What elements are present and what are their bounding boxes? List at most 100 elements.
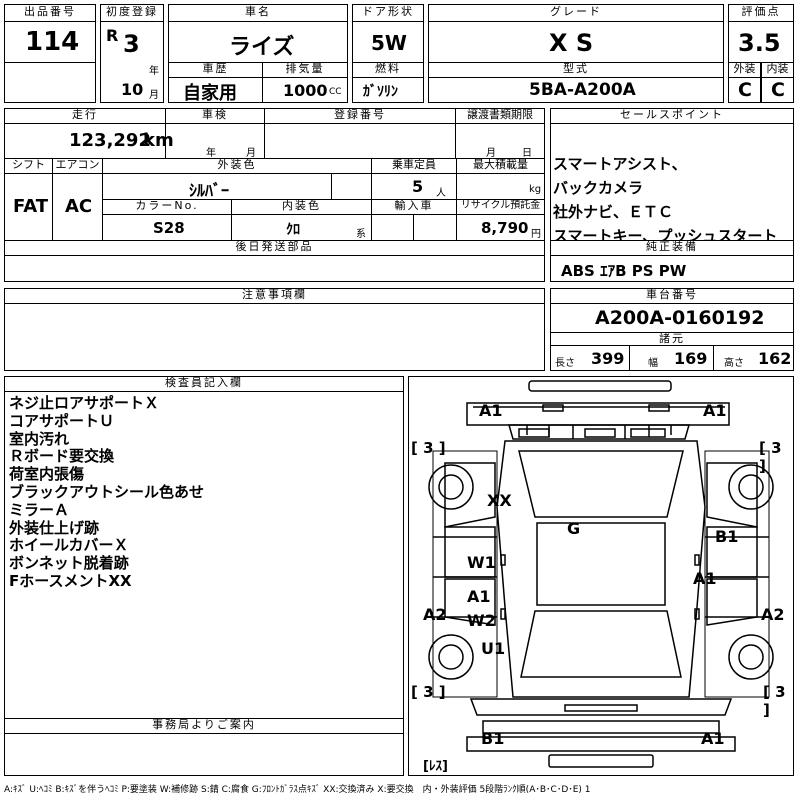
score-box: 3.5 bbox=[728, 21, 794, 63]
interior-grade: C bbox=[771, 79, 785, 101]
fuel-label: 燃料 bbox=[352, 62, 424, 78]
inspector-line: ボンネット脱着跡 bbox=[9, 554, 129, 573]
shift-label: シフト bbox=[4, 158, 53, 174]
exterior-grade: C bbox=[738, 79, 752, 101]
inspector-label: 検査員記入欄 bbox=[4, 376, 404, 392]
load-box: kg bbox=[456, 173, 545, 200]
reg-no-label: 登録番号 bbox=[264, 108, 456, 124]
capacity-box: 5 人 bbox=[371, 173, 457, 200]
ac: AC bbox=[65, 196, 93, 217]
color-no: S28 bbox=[153, 219, 185, 237]
inspector-line: ホイールカバーＸ bbox=[9, 536, 129, 555]
inspector-line: 室内汚れ bbox=[9, 429, 70, 448]
month-unit: 月 bbox=[149, 90, 159, 101]
mileage-box: 123,292 km bbox=[4, 123, 174, 159]
year-unit: 年 bbox=[149, 66, 159, 77]
recycle-label: リサイクル預託金 bbox=[456, 199, 545, 215]
load-unit: kg bbox=[529, 184, 542, 195]
length-box: 長さ 399 bbox=[550, 345, 630, 371]
history-box: 自家用 bbox=[168, 77, 263, 104]
model-box: 5BA-A200A bbox=[428, 77, 724, 103]
mark-a2-left: A2 bbox=[423, 605, 447, 624]
grade-box: X S bbox=[428, 21, 724, 63]
inspector-line: ミラーＡ bbox=[9, 500, 70, 519]
inspector-line: 外装仕上げ跡 bbox=[9, 518, 100, 537]
mark-g: G bbox=[567, 519, 581, 538]
mark-a1-rear: A1 bbox=[701, 729, 725, 748]
later-parts-box bbox=[4, 255, 545, 282]
equipment-label: 純正装備 bbox=[550, 240, 794, 256]
era: R bbox=[106, 26, 119, 45]
door-type: 5W bbox=[371, 31, 407, 55]
bracket-bottom-right: [ 3 ] bbox=[763, 683, 786, 719]
transfer-day-unit: 日 bbox=[522, 148, 532, 159]
recycle: 8,790 bbox=[481, 219, 529, 237]
load-label: 最大積載量 bbox=[456, 158, 545, 174]
sales-line: バックカメラ bbox=[553, 179, 644, 197]
car-name-box: ライズ bbox=[168, 21, 348, 63]
recycle-unit: 円 bbox=[531, 229, 541, 240]
transfer-label: 譲渡書類期限 bbox=[455, 108, 545, 124]
color-no-label: カラーNo. bbox=[102, 199, 232, 215]
interior-label: 内装 bbox=[761, 62, 794, 78]
inspector-line: Ｒボード要交換 bbox=[9, 447, 115, 466]
sales-label: セールスポイント bbox=[550, 108, 794, 124]
inspector-line: ブラックアウトシール色あせ bbox=[9, 482, 205, 501]
height-label: 高さ bbox=[724, 358, 744, 369]
history-label: 車歴 bbox=[168, 62, 263, 78]
insp-month-unit: 月 bbox=[246, 148, 256, 159]
fuel: ｶﾞｿﾘﾝ bbox=[363, 84, 398, 100]
mark-w2: W2 bbox=[467, 611, 496, 630]
mark-a1-right: A1 bbox=[693, 569, 717, 588]
reg-no-box bbox=[264, 123, 456, 159]
chassis-label: 車台番号 bbox=[550, 288, 794, 304]
bracket-bottom-left: [ 3 ] bbox=[411, 683, 446, 701]
inspector-line: 荷室内張傷 bbox=[9, 465, 85, 484]
mark-b1-right: B1 bbox=[715, 527, 739, 546]
fuel-box: ｶﾞｿﾘﾝ bbox=[352, 77, 424, 103]
mark-w1: W1 bbox=[467, 553, 496, 572]
mark-a1-left: A1 bbox=[467, 587, 491, 606]
transfer-month-unit: 月 bbox=[486, 148, 496, 159]
car-outline bbox=[428, 380, 774, 768]
car-name-label: 車名 bbox=[168, 4, 348, 22]
mark-a2-right: A2 bbox=[761, 605, 785, 624]
color-no-box: S28 bbox=[102, 214, 232, 241]
capacity: 5 bbox=[412, 177, 424, 196]
inspection-label: 車検 bbox=[165, 108, 265, 124]
chassis-number: A200A-0160192 bbox=[595, 307, 765, 329]
mark-xx: XX bbox=[487, 491, 512, 510]
ext-color-label: 外装色 bbox=[102, 158, 372, 174]
ext-color: ｼﾙﾊﾞｰ bbox=[189, 181, 230, 200]
insp-year-unit: 年 bbox=[206, 148, 216, 159]
reg-year: 3 bbox=[123, 30, 140, 58]
length-label: 長さ bbox=[555, 358, 575, 369]
inspector-line: FホースメントXX bbox=[9, 571, 132, 590]
import-box-b bbox=[413, 214, 457, 241]
mileage-unit: km bbox=[143, 130, 174, 151]
int-color-unit: 系 bbox=[356, 229, 366, 240]
later-parts-label: 後日発送部品 bbox=[4, 240, 545, 256]
length: 399 bbox=[591, 349, 625, 368]
width: 169 bbox=[674, 349, 708, 368]
mark-u1: U1 bbox=[481, 639, 506, 658]
model-label: 型式 bbox=[428, 62, 724, 78]
transfer-box: 月 日 bbox=[455, 123, 545, 159]
ext-color-extra bbox=[331, 173, 372, 200]
first-reg-label: 初度登録 bbox=[100, 4, 164, 22]
capacity-unit: 人 bbox=[436, 188, 446, 199]
int-color: ｸﾛ bbox=[286, 222, 300, 238]
history: 自家用 bbox=[183, 83, 237, 104]
mark-a1-front-right: A1 bbox=[703, 401, 727, 420]
height: 162 bbox=[758, 349, 792, 368]
recycle-box: 8,790 円 bbox=[456, 214, 545, 241]
chassis-box: A200A-0160192 bbox=[550, 303, 794, 333]
sales-box: スマートアシスト、 バックカメラ 社外ナビ、ＥＴＣ スマートキー、プッシュスター… bbox=[550, 123, 794, 245]
bracket-top-right: [ 3 ] bbox=[759, 439, 782, 475]
first-reg-box: R 3 年 10 月 bbox=[100, 21, 164, 103]
door-label: ドア形状 bbox=[352, 4, 424, 22]
door-box: 5W bbox=[352, 21, 424, 63]
interior-box: C bbox=[761, 77, 794, 103]
inspection-box: 年 月 bbox=[165, 123, 265, 159]
score-label: 評価点 bbox=[728, 4, 794, 22]
